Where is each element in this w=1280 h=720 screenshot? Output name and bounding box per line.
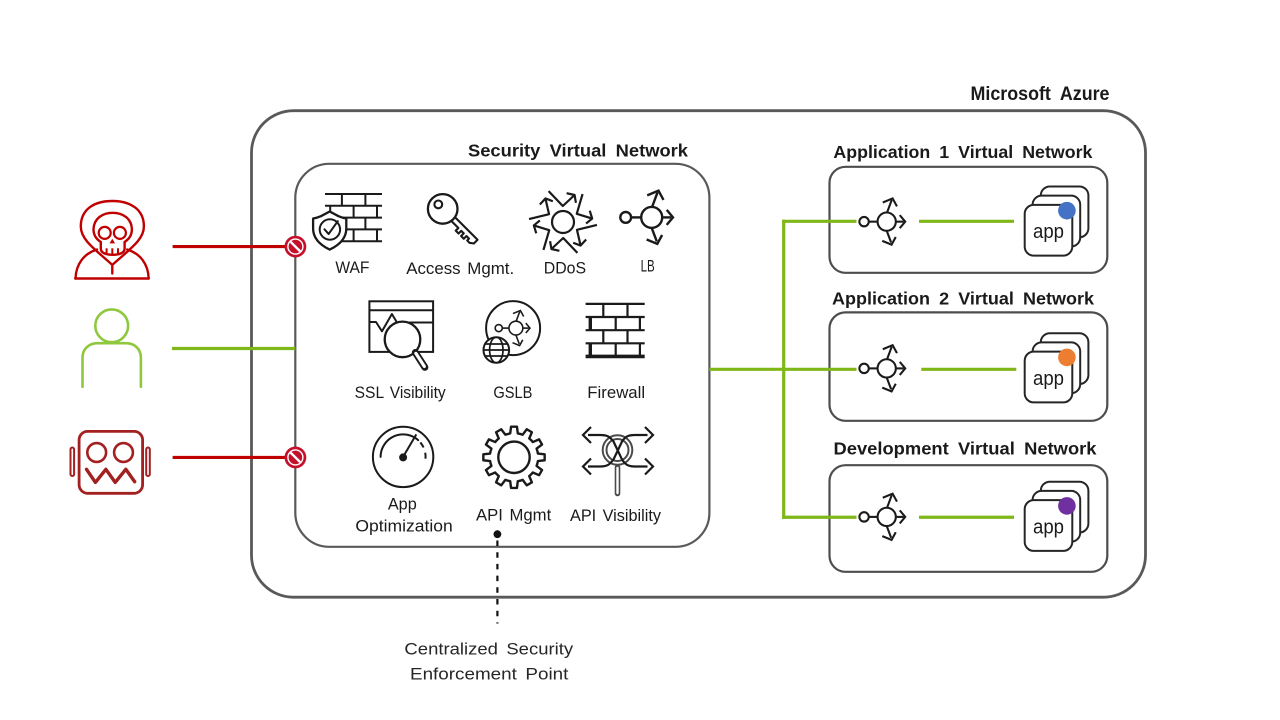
svg-text:app: app <box>1033 221 1064 243</box>
svg-text:SSL Visibility: SSL Visibility <box>355 383 447 402</box>
svg-text:Application 2 Virtual Network: Application 2 Virtual Network <box>832 289 1094 309</box>
svg-text:Centralized Security: Centralized Security <box>404 639 573 658</box>
svg-text:WAF: WAF <box>335 258 369 277</box>
svg-text:Security Virtual Network: Security Virtual Network <box>468 141 688 161</box>
svg-text:DDoS: DDoS <box>544 259 586 278</box>
svg-text:App: App <box>388 495 417 514</box>
svg-text:API Visibility: API Visibility <box>570 506 661 525</box>
svg-text:Firewall: Firewall <box>587 383 645 402</box>
svg-text:LB: LB <box>641 257 655 276</box>
svg-text:Application 1 Virtual Network: Application 1 Virtual Network <box>833 142 1092 162</box>
svg-text:Microsoft Azure: Microsoft Azure <box>971 84 1110 105</box>
svg-text:Enforcement Point: Enforcement Point <box>410 665 569 684</box>
svg-text:Access Mgmt.: Access Mgmt. <box>406 259 514 278</box>
svg-text:Optimization: Optimization <box>355 516 452 535</box>
svg-text:app: app <box>1033 516 1064 538</box>
svg-text:Development Virtual Network: Development Virtual Network <box>834 439 1097 459</box>
svg-text:API Mgmt: API Mgmt <box>476 506 551 525</box>
svg-text:app: app <box>1033 368 1064 390</box>
svg-text:GSLB: GSLB <box>493 383 532 402</box>
